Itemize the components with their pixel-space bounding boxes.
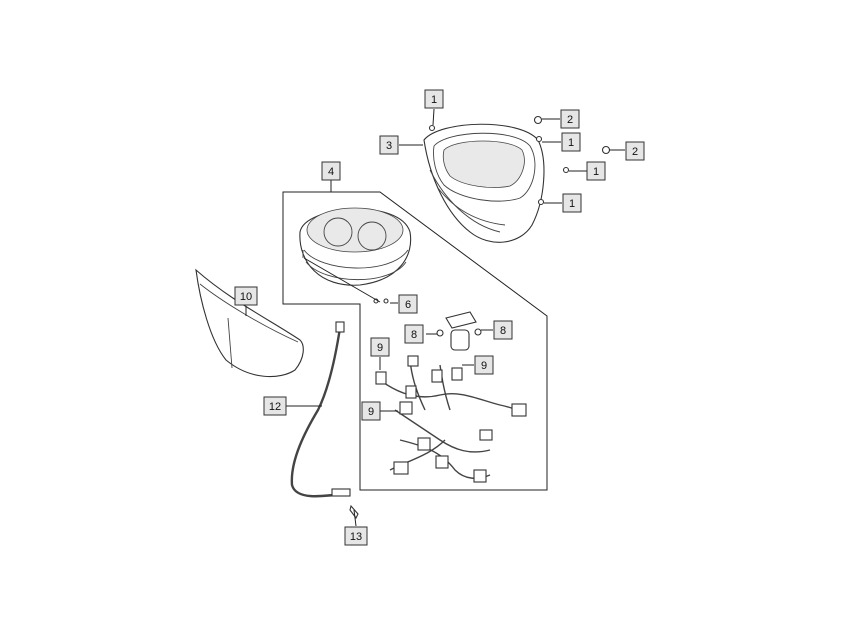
callout-1-top: 1	[424, 89, 444, 109]
svg-text:9: 9	[377, 342, 383, 354]
svg-text:4: 4	[328, 166, 334, 178]
svg-text:8: 8	[411, 329, 417, 341]
callout-1-right-a: 1	[561, 132, 581, 152]
svg-text:12: 12	[269, 401, 281, 413]
callout-10: 10	[234, 286, 258, 306]
svg-text:2: 2	[567, 114, 573, 126]
sensor-part	[436, 311, 482, 351]
svg-text:10: 10	[240, 291, 252, 303]
callout-13: 13	[344, 526, 368, 546]
callout-12: 12	[263, 396, 287, 416]
callout-9-top: 9	[370, 337, 390, 357]
callout-6: 6	[398, 294, 418, 314]
screw-parts	[428, 115, 611, 206]
svg-text:8: 8	[500, 325, 506, 337]
leader-lines	[245, 108, 625, 527]
callout-2-top: 2	[560, 109, 580, 129]
callout-8-left: 8	[404, 324, 424, 344]
callout-4: 4	[321, 161, 341, 181]
callout-8-right: 8	[493, 320, 513, 340]
svg-text:1: 1	[568, 137, 574, 149]
speedometer-cable-part	[290, 321, 351, 498]
svg-text:9: 9	[481, 360, 487, 372]
callout-2-right: 2	[625, 141, 645, 161]
group-bracket-4	[282, 191, 548, 491]
svg-text:2: 2	[632, 146, 638, 158]
svg-text:1: 1	[431, 94, 437, 106]
svg-text:1: 1	[593, 166, 599, 178]
callout-9-right: 9	[474, 355, 494, 375]
screw-6b	[383, 298, 389, 304]
lens-cover-part	[195, 268, 304, 378]
callout-1-right-c: 1	[562, 193, 582, 213]
instrument-cluster-part	[299, 207, 412, 286]
svg-text:6: 6	[405, 299, 411, 311]
instrument-cowl-part	[423, 123, 545, 243]
svg-text:1: 1	[569, 198, 575, 210]
callout-9-left: 9	[361, 401, 381, 421]
callout-1-right-b: 1	[586, 161, 606, 181]
callout-3: 3	[379, 135, 399, 155]
svg-text:3: 3	[386, 140, 392, 152]
wiring-harness-part	[375, 355, 527, 483]
svg-text:13: 13	[350, 531, 362, 543]
svg-text:9: 9	[368, 406, 374, 418]
